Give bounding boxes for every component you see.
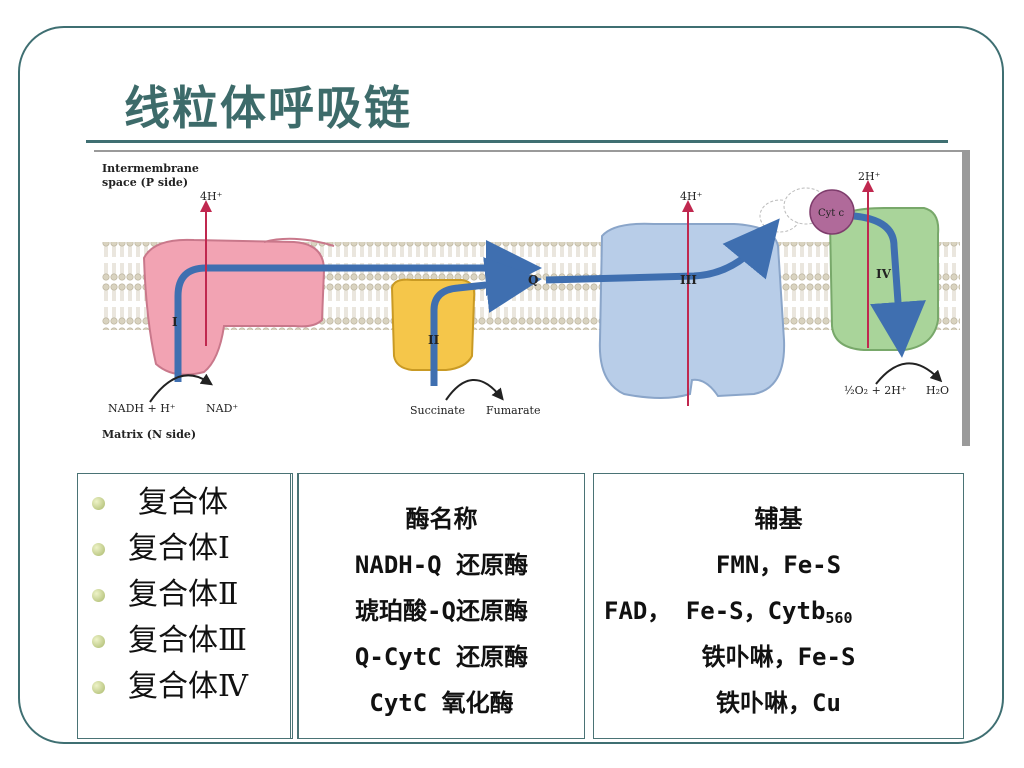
list-item-text: 复合体Ⅲ bbox=[128, 623, 247, 658]
cofactor-row-text: FAD， Fe-S，Cytb bbox=[604, 597, 826, 625]
cofactor-row: 铁卟啉，Fe-S bbox=[701, 643, 856, 671]
title-rule bbox=[86, 140, 948, 143]
proton-label-IV: 2H⁺ bbox=[858, 170, 881, 183]
cofactor-row: FAD， Fe-S，Cytb560 bbox=[594, 588, 963, 634]
list-item: 复合体Ⅱ bbox=[92, 572, 248, 618]
bullet-icon bbox=[92, 681, 105, 694]
complex-I-shape bbox=[142, 238, 326, 376]
diagram-shadow bbox=[962, 150, 970, 446]
list-item-text: 复合体Ⅰ bbox=[128, 531, 230, 566]
oxygen-reaction-arc bbox=[875, 362, 943, 385]
nadh-reaction-arc bbox=[149, 373, 213, 403]
cofactors-header: 辅基 bbox=[754, 505, 803, 533]
electron-path-II-to-Q bbox=[430, 257, 542, 346]
complex-IV-label: IV bbox=[876, 267, 892, 281]
enzyme-names-panel: 酶名称 NADH-Q 还原酶 琥珀酸-Q还原酶 Q-CytC 还原酶 CytC … bbox=[298, 473, 585, 739]
list-item-text: 复合体Ⅱ bbox=[128, 577, 239, 612]
list-item: 复合体Ⅰ bbox=[92, 526, 248, 572]
q-label: Q bbox=[528, 273, 538, 287]
bullet-icon bbox=[92, 589, 105, 602]
complex-list: 复合体 复合体Ⅰ 复合体Ⅱ 复合体Ⅲ 复合体Ⅳ bbox=[92, 480, 248, 710]
cofactors-panel: 辅基 FMN，Fe-S FAD， Fe-S，Cytb560 铁卟啉，Fe-S 铁… bbox=[593, 473, 964, 739]
electron-path-Q-to-III bbox=[545, 218, 780, 284]
slide-title: 线粒体呼吸链 bbox=[124, 81, 412, 135]
enzyme-name-row: 琥珀酸-Q还原酶 bbox=[355, 597, 528, 625]
enzyme-name-row: Q-CytC 还原酶 bbox=[354, 643, 529, 671]
slide-frame bbox=[18, 26, 1004, 744]
list-item: 复合体Ⅲ bbox=[92, 618, 248, 664]
oxygen-label: ½O₂ + 2H⁺ bbox=[844, 384, 907, 397]
matrix-label: Matrix (N side) bbox=[102, 428, 196, 441]
complex-I-label: I bbox=[172, 315, 178, 329]
list-item-text: 复合体Ⅳ bbox=[128, 669, 248, 704]
intermembrane-label-1: Intermembrane bbox=[102, 162, 199, 175]
proton-label-III: 4H⁺ bbox=[680, 190, 703, 203]
diagram-top-edge bbox=[94, 150, 964, 152]
cofactors-column: 辅基 FMN，Fe-S FAD， Fe-S，Cytb560 铁卟啉，Fe-S 铁… bbox=[594, 496, 963, 726]
list-item: 复合体 bbox=[92, 480, 248, 526]
nadh-label: NADH + H⁺ bbox=[108, 402, 176, 415]
cofactor-row: FMN，Fe-S bbox=[715, 551, 842, 579]
list-item-text: 复合体 bbox=[138, 485, 228, 520]
cytc-label: Cyt c bbox=[818, 208, 844, 219]
complex-I-top bbox=[263, 237, 335, 247]
bullet-icon bbox=[92, 543, 105, 556]
list-item: 复合体Ⅳ bbox=[92, 664, 248, 710]
enzyme-names-column: 酶名称 NADH-Q 还原酶 琥珀酸-Q还原酶 Q-CytC 还原酶 CytC … bbox=[299, 496, 584, 726]
enzyme-name-row: NADH-Q 还原酶 bbox=[354, 551, 529, 579]
respiratory-chain-diagram: Intermembrane space (P side) Matrix (N s… bbox=[94, 150, 970, 446]
water-label: H₂O bbox=[926, 384, 949, 397]
enzyme-name-row: CytC 氧化酶 bbox=[369, 689, 514, 717]
bullet-icon bbox=[92, 497, 105, 510]
enzyme-names-header: 酶名称 bbox=[405, 505, 478, 533]
fumarate-label: Fumarate bbox=[486, 404, 540, 417]
panel-separator bbox=[290, 473, 298, 739]
complex-list-panel: 复合体 复合体Ⅰ 复合体Ⅱ 复合体Ⅲ 复合体Ⅳ bbox=[77, 473, 293, 739]
proton-label-I: 4H⁺ bbox=[200, 190, 223, 203]
cofactor-subscript: 560 bbox=[825, 609, 853, 627]
cytc-protein bbox=[809, 189, 855, 235]
diagram-svg: Intermembrane space (P side) Matrix (N s… bbox=[94, 150, 970, 446]
cofactor-row: 铁卟啉，Cu bbox=[716, 689, 841, 717]
succinate-label: Succinate bbox=[410, 404, 465, 417]
complex-III-label: III bbox=[680, 273, 697, 287]
succinate-reaction-arc bbox=[445, 379, 504, 401]
complex-II-label: II bbox=[428, 333, 440, 347]
bullet-icon bbox=[92, 635, 105, 648]
electron-path-cytc-to-IV bbox=[853, 212, 926, 358]
intermembrane-label-2: space (P side) bbox=[102, 176, 188, 189]
nad-label: NAD⁺ bbox=[206, 402, 238, 415]
